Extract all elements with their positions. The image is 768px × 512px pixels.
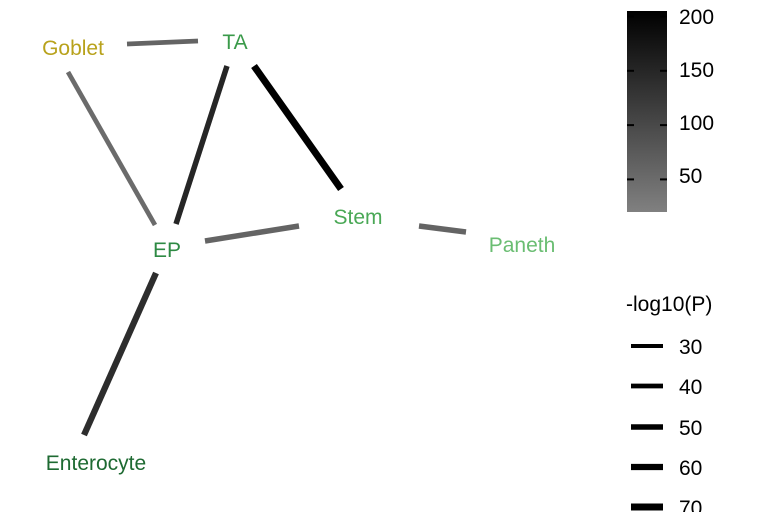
- edge-ep-stem: [204, 223, 300, 244]
- width-legend-label: 70: [679, 497, 702, 512]
- edges-layer: [65, 38, 467, 437]
- node-label-paneth: Paneth: [489, 234, 556, 257]
- color-bar: [627, 11, 667, 212]
- nodes-layer: Goblet TA Stem Paneth EP Enterocyte: [42, 31, 555, 475]
- width-legend: -log10(P) 30 40 50 60 70: [626, 293, 712, 512]
- edge-ta-stem: [251, 63, 344, 192]
- width-legend-label: 60: [679, 457, 702, 480]
- node-label-ta: TA: [222, 31, 247, 54]
- edge-ep-enterocyte: [81, 271, 159, 437]
- color-legend-tick-label: 150: [679, 59, 714, 82]
- node-label-ep: EP: [153, 239, 181, 262]
- node-label-enterocyte: Enterocyte: [46, 452, 146, 475]
- width-legend-title: -log10(P): [626, 293, 712, 316]
- color-bar-ticks: [627, 15, 667, 181]
- edge-ta-ep: [173, 65, 230, 225]
- color-legend: 200 150 100 50: [627, 6, 714, 212]
- edge-stem-paneth: [418, 223, 467, 235]
- color-legend-tick-label: 100: [679, 112, 714, 135]
- node-label-stem: Stem: [333, 206, 382, 229]
- edge-goblet-ta: [126, 38, 199, 47]
- node-label-goblet: Goblet: [42, 37, 104, 60]
- width-legend-label: 50: [679, 417, 702, 440]
- color-legend-tick-label: 200: [679, 6, 714, 29]
- color-legend-tick-label: 50: [679, 165, 702, 188]
- width-legend-label: 30: [679, 336, 702, 359]
- width-legend-label: 40: [679, 376, 702, 399]
- edge-goblet-ep: [65, 70, 158, 227]
